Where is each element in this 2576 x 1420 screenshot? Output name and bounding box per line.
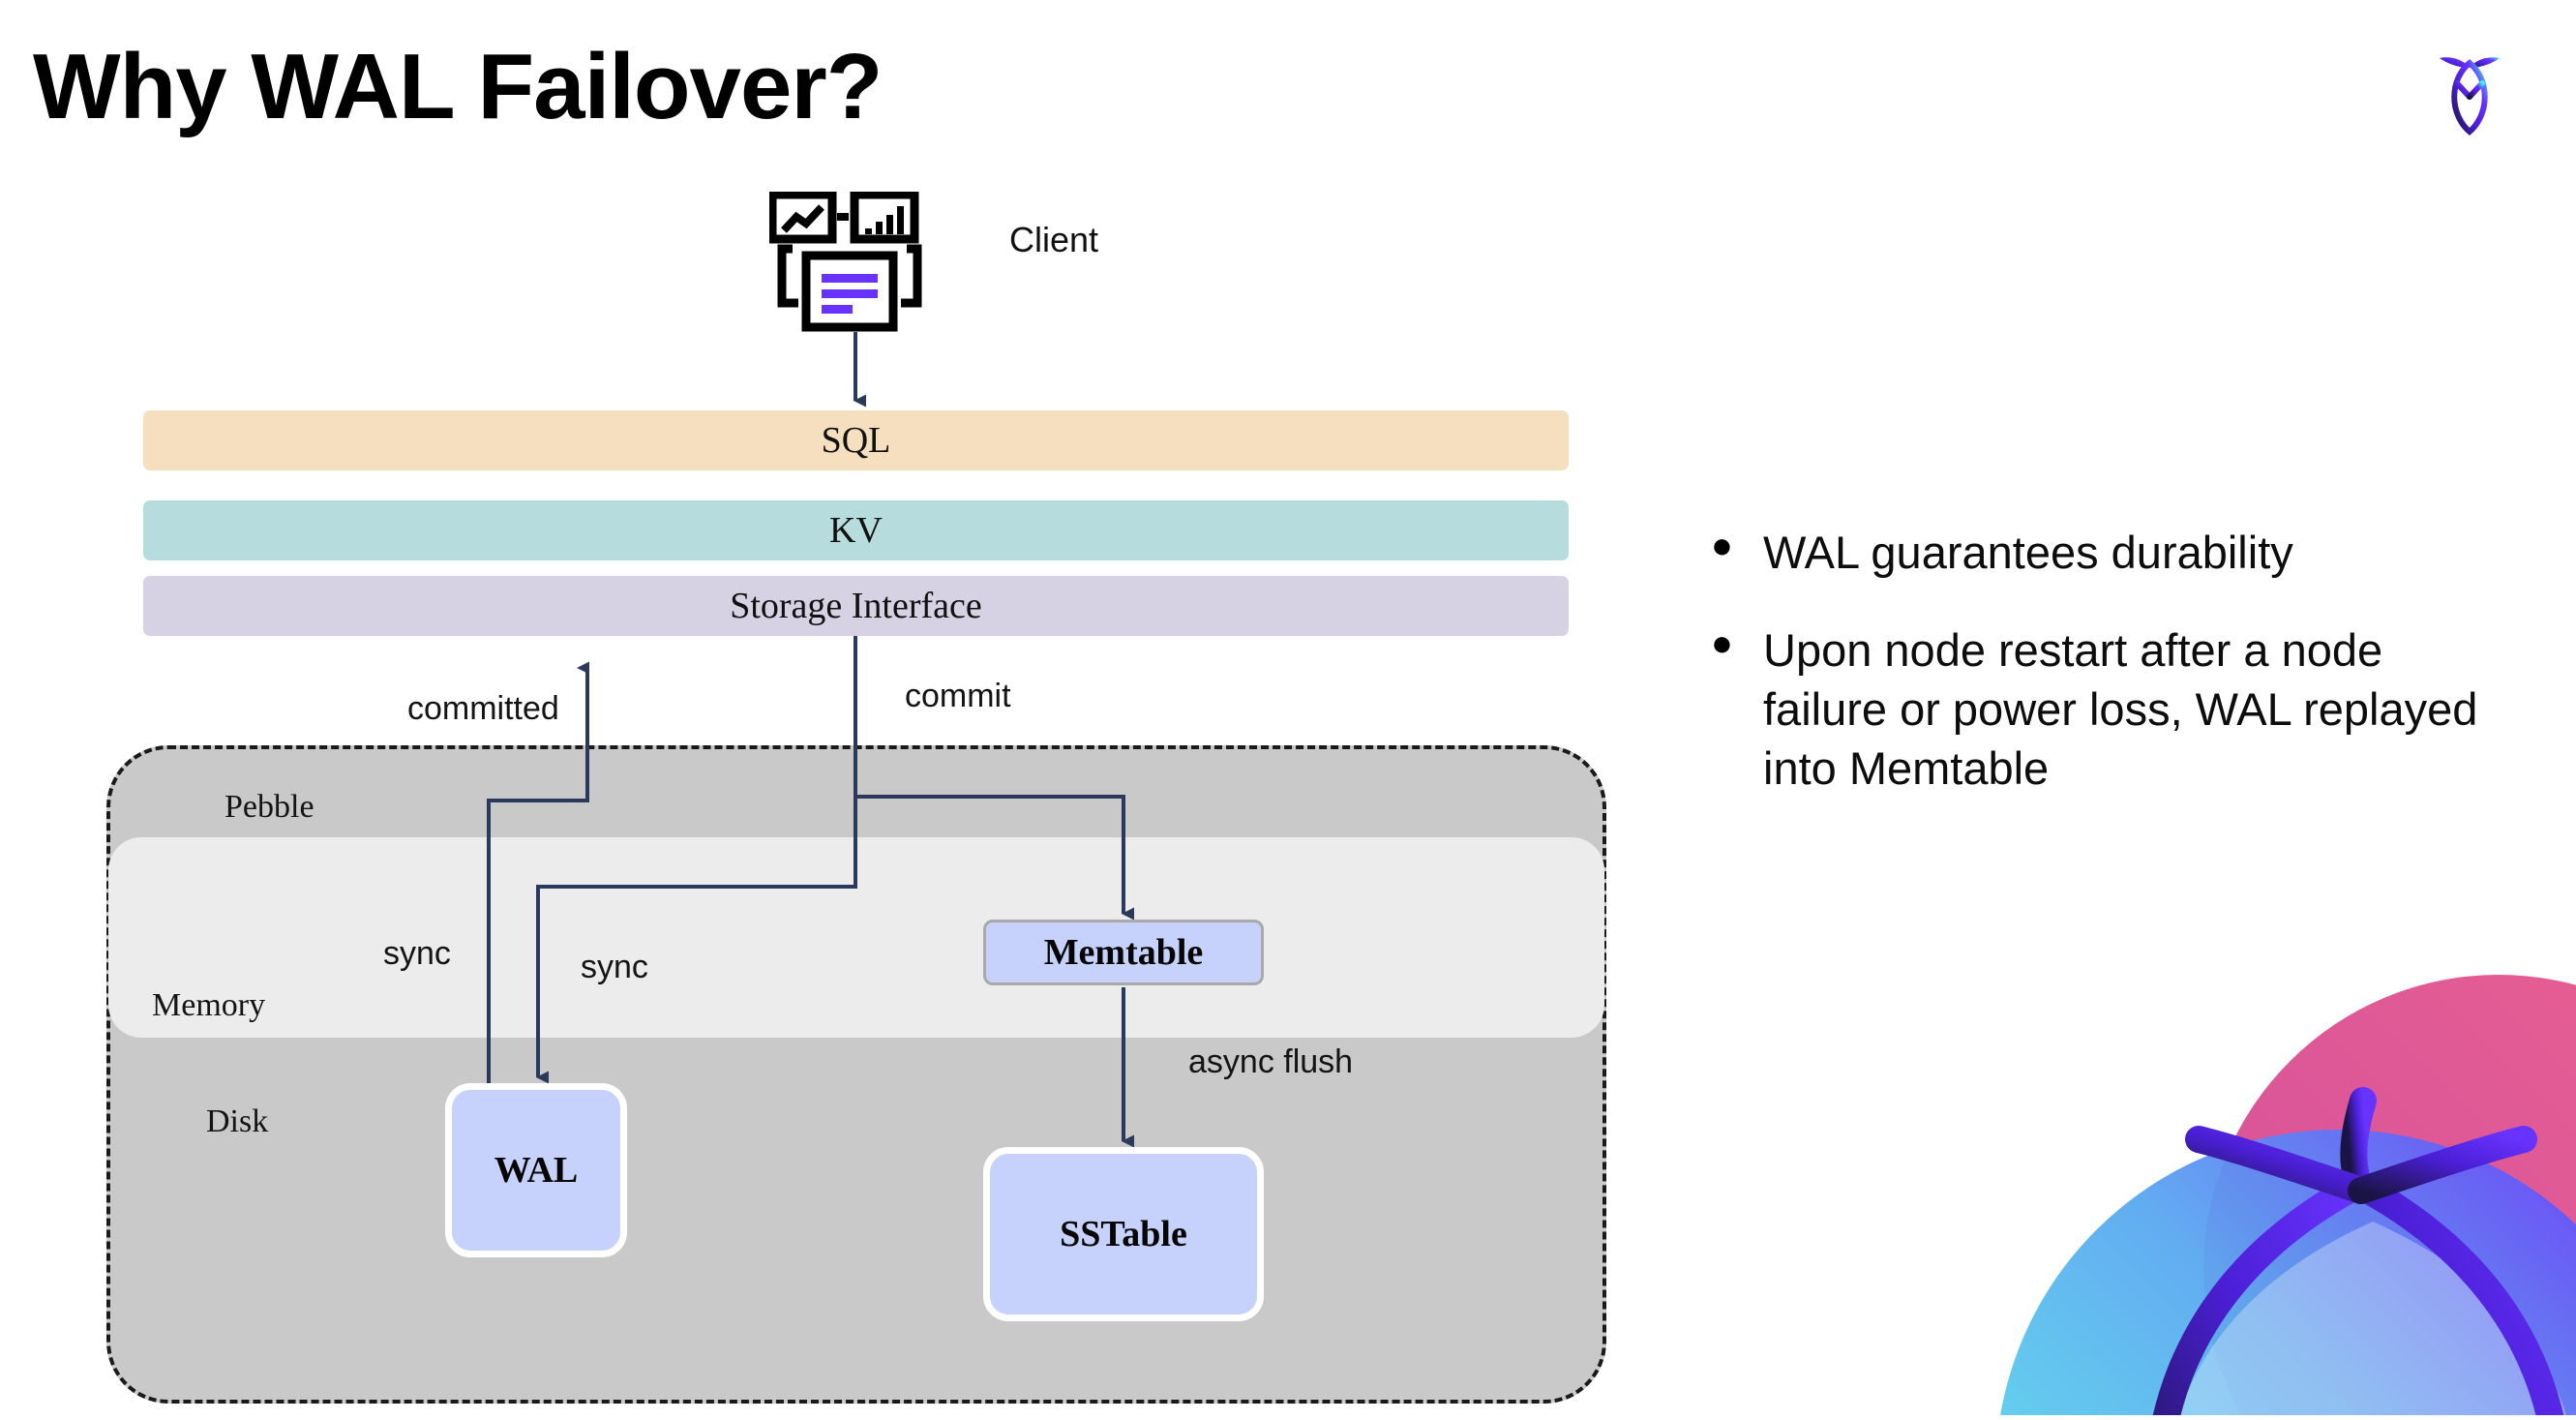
client-label: Client: [1009, 220, 1099, 259]
node-sstable: SSTable: [983, 1147, 1264, 1321]
node-label-wal: WAL: [494, 1150, 579, 1191]
client-dashboard-icon: [767, 190, 930, 332]
bullet-text: Upon node restart after a node failure o…: [1763, 624, 2478, 795]
architecture-diagram: Client SQL KV Storage Interface Pebble M…: [106, 190, 1606, 1404]
layer-label-kv: KV: [829, 510, 883, 551]
pebble-label: Pebble: [225, 789, 315, 825]
disk-label: Disk: [206, 1103, 269, 1139]
edge-label-committed: committed: [407, 690, 559, 727]
node-wal: WAL: [445, 1083, 627, 1257]
memory-label: Memory: [152, 987, 266, 1023]
cockroachdb-logo-icon: [2416, 37, 2523, 143]
page-title: Why WAL Failover?: [33, 35, 883, 138]
memory-region: [108, 837, 1604, 1038]
node-label-memtable: Memtable: [1043, 932, 1204, 973]
bullet-list: ● WAL guarantees durability ● Upon node …: [1703, 523, 2506, 836]
edge-label-async-flush: async flush: [1188, 1043, 1354, 1080]
layer-bar-storage-interface: Storage Interface: [143, 576, 1569, 636]
bullet-text: WAL guarantees durability: [1763, 527, 2293, 578]
edge-label-sync-wal-return: sync: [383, 935, 451, 972]
layer-label-sql: SQL: [821, 420, 891, 461]
edge-label-sync-wal-write: sync: [581, 949, 648, 985]
bullet-marker-icon: ●: [1711, 623, 1733, 665]
layer-bar-sql: SQL: [143, 410, 1569, 470]
list-item: ● Upon node restart after a node failure…: [1703, 620, 2506, 798]
node-memtable: Memtable: [983, 920, 1264, 985]
layer-bar-kv: KV: [143, 500, 1569, 560]
edge-label-commit: commit: [905, 678, 1011, 714]
decorative-corner-art: [1957, 931, 2576, 1415]
node-label-sstable: SSTable: [1060, 1214, 1187, 1254]
list-item: ● WAL guarantees durability: [1703, 523, 2506, 582]
bullet-marker-icon: ●: [1711, 526, 1733, 566]
layer-label-storage-interface: Storage Interface: [730, 586, 982, 626]
